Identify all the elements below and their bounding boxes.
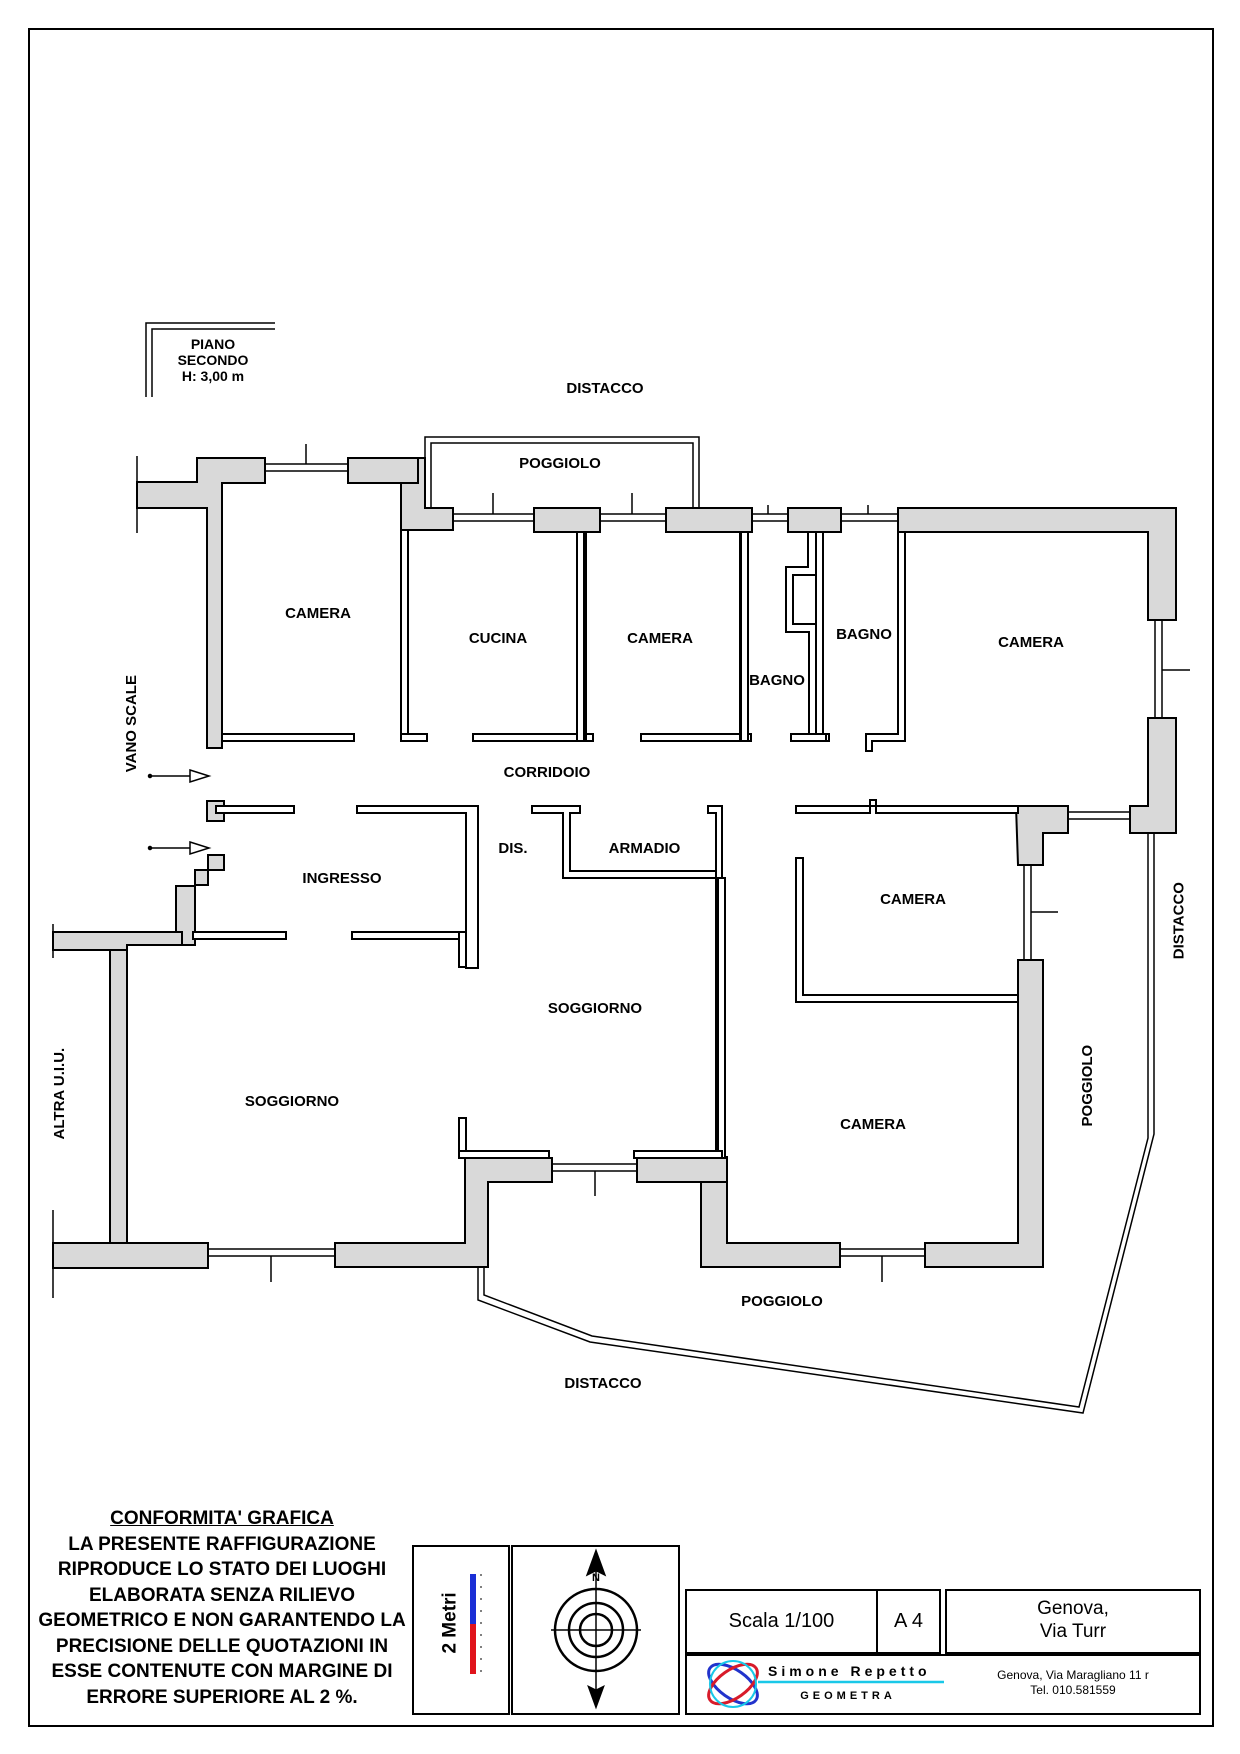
wall-top-e — [787, 507, 842, 533]
wall-top-d — [665, 507, 753, 533]
scale-bar — [470, 1574, 482, 1674]
label-bagno-2: BAGNO — [836, 626, 892, 643]
paper-format: A 4 — [894, 1610, 923, 1632]
label-distacco-bottom: DISTACCO — [564, 1375, 642, 1392]
firm-address: Genova, Via Maragliano 11 r Tel. 010.581… — [997, 1668, 1149, 1697]
conformity-note-title: CONFORMITA' GRAFICA — [110, 1508, 334, 1529]
label-cucina: CUCINA — [468, 630, 528, 647]
firm-name: Simone Repetto — [768, 1663, 931, 1679]
label-poggiolo-bottom: POGGIOLO — [741, 1293, 823, 1310]
wall-bottom-left — [52, 1242, 209, 1269]
walls — [52, 457, 1177, 1269]
conformity-note-body: LA PRESENTE RAFFIGURAZIONE RIPRODUCE LO … — [38, 1533, 406, 1708]
floor-indicator-bracket — [145, 322, 275, 397]
wall-right-mid — [1014, 805, 1069, 866]
label-armadio: ARMADIO — [608, 840, 681, 857]
label-dis: DIS. — [498, 840, 528, 857]
wall-soggiorno2-bottom — [636, 1157, 728, 1183]
label-camera-1: CAMERA — [285, 605, 351, 622]
wall-top-c — [533, 507, 601, 533]
balconies — [424, 436, 1155, 1414]
compass-icon — [551, 1548, 641, 1710]
label-camera-4: CAMERA — [880, 891, 946, 908]
entry-arrows — [147, 768, 212, 856]
label-soggiorno-2: SOGGIORNO — [547, 1000, 643, 1017]
wall-left-vertical — [109, 931, 128, 1244]
label-camera-3: CAMERA — [998, 634, 1064, 651]
label-poggiolo-top: POGGIOLO — [519, 455, 601, 472]
wall-bottom-mid — [334, 1157, 553, 1268]
label-camera-2: CAMERA — [627, 630, 693, 647]
wall-right-lower — [1129, 717, 1177, 834]
wall-left-top — [52, 931, 196, 951]
compass-north-label: N — [592, 1572, 600, 1584]
page-frame — [28, 28, 1214, 1727]
label-corridoio: CORRIDOIO — [503, 764, 591, 781]
wall-ingresso-notch — [175, 854, 225, 946]
label-camera-5: CAMERA — [840, 1116, 906, 1133]
floor-label: PIANO SECONDO H: 3,00 m — [177, 336, 249, 385]
label-bagno-1: BAGNO — [749, 672, 805, 689]
titleblock-frames — [412, 1545, 1201, 1715]
location: Genova, Via Turr — [1037, 1598, 1109, 1642]
wall-top-a — [347, 457, 419, 484]
wall-top-right — [897, 507, 1177, 621]
windows — [208, 444, 1190, 1282]
label-distacco-right: DISTACCO — [1170, 882, 1188, 960]
stair-edge — [52, 456, 138, 1298]
firm-logo-icon — [707, 1660, 944, 1708]
conformity-note: CONFORMITA' GRAFICA LA PRESENTE RAFFIGUR… — [28, 1506, 416, 1710]
firm-role: GEOMETRA — [800, 1690, 896, 1702]
label-soggiorno-1: SOGGIORNO — [244, 1093, 340, 1110]
interior-walls — [192, 529, 1019, 1159]
label-altra-uiu: ALTRA U.I.U. — [50, 1047, 68, 1140]
scale-bar-label: 2 Metri — [439, 1592, 461, 1654]
wall-camera5-right — [924, 959, 1044, 1268]
label-ingresso: INGRESSO — [302, 870, 382, 887]
label-distacco-top: DISTACCO — [566, 380, 644, 397]
scale-ratio: Scala 1/100 — [728, 1610, 835, 1632]
wall-top-left — [136, 457, 266, 749]
label-vano-scale: VANO SCALE — [122, 675, 140, 773]
label-poggiolo-right: POGGIOLO — [1078, 1044, 1096, 1127]
